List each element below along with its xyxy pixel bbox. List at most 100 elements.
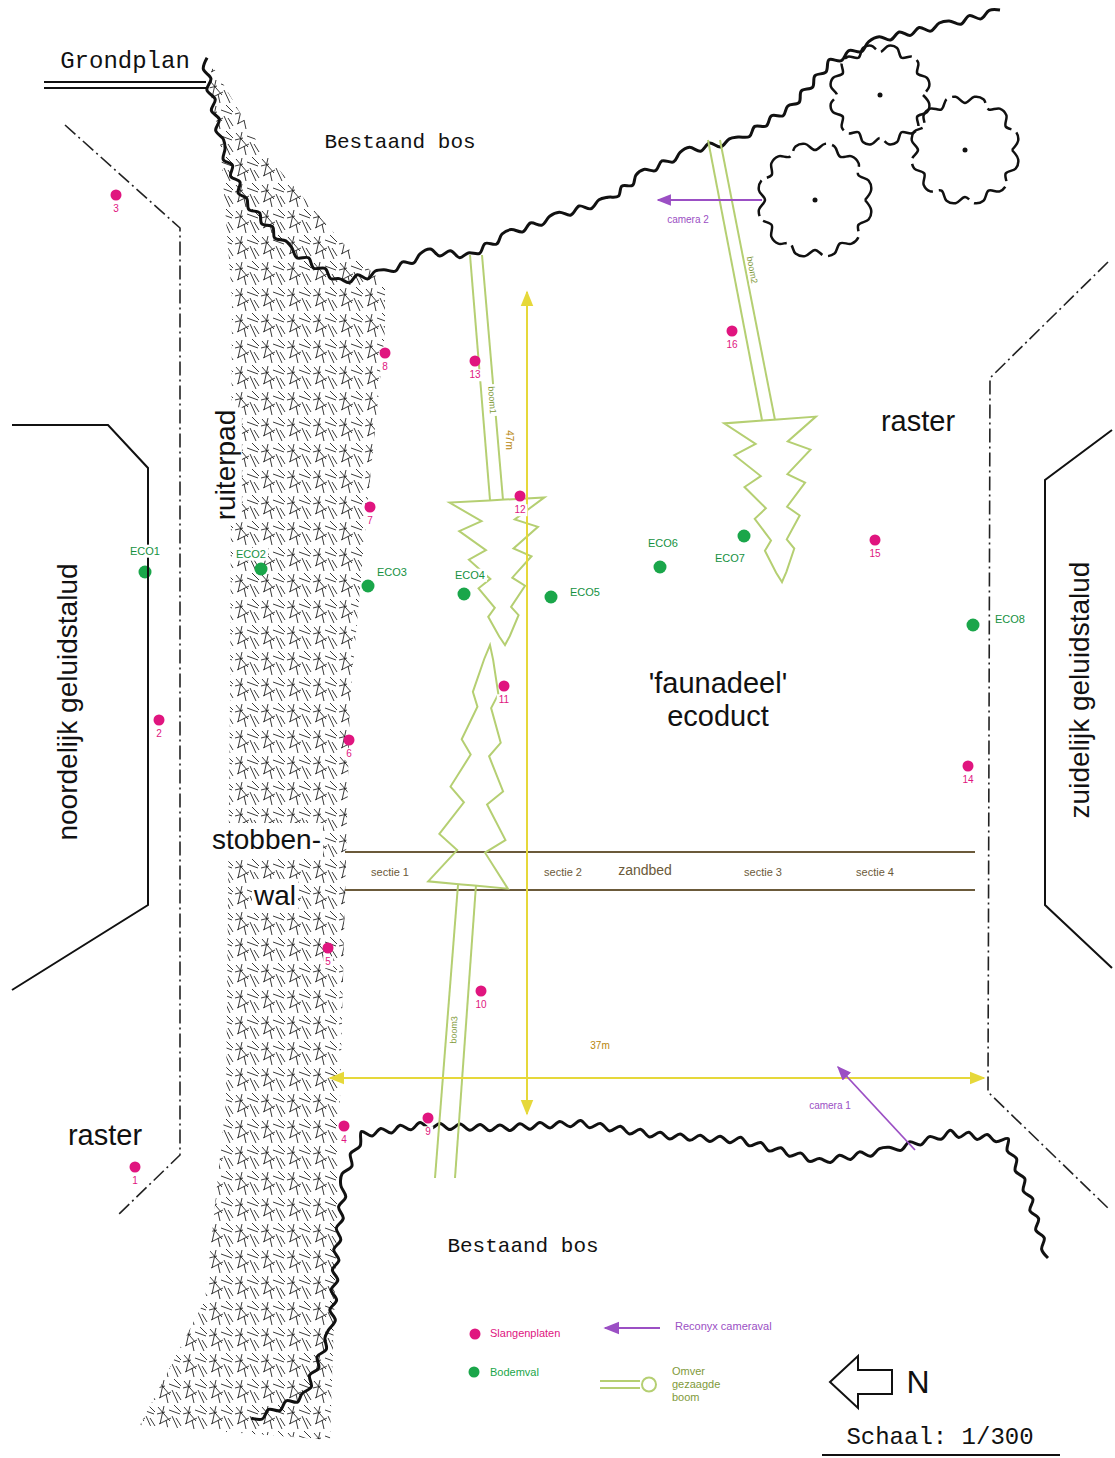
forest-edge [203, 10, 1000, 283]
legend-text: Bodemval [490, 1366, 590, 1379]
legend-swatches [469, 1329, 481, 1378]
callout-number: 7 [365, 515, 375, 527]
tree-crown [450, 497, 545, 645]
callout-number: 9 [423, 1126, 433, 1138]
stump-wall-hatching [140, 65, 385, 1440]
bridle-path-label: ruiterpad [210, 408, 242, 523]
forest-tree-crown [912, 97, 1019, 204]
trap-number: ECO1 [128, 545, 162, 558]
section-label: sectie 1 [369, 866, 411, 879]
snake-plate-dot [380, 348, 391, 359]
legend-swatch [469, 1367, 480, 1378]
trap-number: ECO2 [234, 548, 268, 561]
fence-line [988, 262, 1110, 1210]
tree-label: boom2 [744, 254, 760, 287]
noise-embankment: zuidelijk geluidstalud [1040, 425, 1115, 973]
section-label: sectie 2 [542, 866, 584, 879]
trap-number: ECO4 [453, 569, 487, 582]
fence-label: raster [881, 405, 955, 438]
callout-number: 15 [867, 548, 882, 560]
forest-label: Bestaand bos [324, 131, 475, 155]
fence-label: raster [68, 1119, 142, 1152]
tree-label: boom1 [486, 384, 499, 416]
scale-label: Schaal: 1/300 [846, 1424, 1033, 1452]
callout-number: 1 [130, 1175, 140, 1187]
embankment-label: zuidelijk geluidstalud [1064, 562, 1096, 819]
pitfall-trap-dot [458, 588, 471, 601]
stump-wall-label: stobben-wal [210, 812, 338, 924]
sand-bed-label: zandbed [616, 862, 674, 878]
noise-embankment: noordelijk geluidstalud [10, 420, 152, 995]
ecoduct-label: 'faunadeel' ecoduct [603, 667, 833, 734]
snake-plate-dot [111, 190, 122, 201]
snake-plate-dot [499, 681, 510, 692]
callout-number: 3 [111, 203, 121, 215]
forest-edge [251, 1121, 1048, 1420]
snake-plate-dot [344, 735, 355, 746]
callout-number: 5 [323, 956, 333, 968]
scale-underline [822, 1454, 1060, 1456]
sand-bed-edge [345, 889, 975, 891]
callout-number: 14 [960, 774, 975, 786]
forest-tree-crown [831, 46, 930, 145]
camera-arrow [658, 199, 762, 201]
callout-number: 4 [339, 1134, 349, 1146]
dimension-arrow [526, 292, 528, 1114]
callout-number: 12 [512, 504, 527, 516]
tree-trunk [482, 255, 503, 500]
embankment-outline-path [12, 425, 148, 990]
legend-swatch [470, 1329, 481, 1340]
legend-camera-symbol [605, 1327, 660, 1329]
legend-tree-symbol [600, 1387, 640, 1389]
dimension-arrow [330, 1077, 984, 1079]
tree-trunk [708, 140, 762, 420]
trap-number: ECO6 [646, 537, 680, 550]
tree-centre [813, 198, 818, 203]
forest-tree-crown [759, 144, 871, 256]
tree-crown [428, 645, 508, 889]
snake-plate-dot [476, 986, 487, 997]
section-label: sectie 3 [742, 866, 784, 879]
title-underline [44, 81, 206, 83]
pitfall-trap-dot [139, 566, 152, 579]
sand-bed-edge [345, 851, 975, 853]
snake-plate-dot [515, 491, 526, 502]
embankment-outline-path [1045, 430, 1112, 968]
pitfall-trap-dot [967, 619, 980, 632]
trap-number: ECO8 [993, 613, 1027, 626]
callout-number: 6 [344, 748, 354, 760]
embankment-label: noordelijk geluidstalud [52, 563, 84, 840]
callout-number: 11 [497, 694, 511, 706]
north-label: N [906, 1364, 929, 1401]
legend-tree-symbol [600, 1380, 640, 1382]
dimension-label: 37m [588, 1040, 611, 1052]
tree-centre [878, 93, 883, 98]
legend-tree-symbol [642, 1378, 656, 1392]
pitfall-trap-dot [654, 561, 667, 574]
snake-plate-dot [130, 1162, 141, 1173]
trap-number: ECO7 [713, 552, 747, 565]
callout-number: 13 [467, 369, 482, 381]
pitfall-trap-dot [362, 580, 375, 593]
snake-plate-dot [727, 326, 738, 337]
stump-wall-word: stobben- [210, 823, 323, 857]
dimension-label: 47m [503, 428, 515, 451]
plan-title: Grondplan [60, 48, 190, 76]
trap-number: ECO3 [375, 566, 409, 579]
callout-number: 8 [380, 361, 390, 373]
legend-text: Omver gezaagde boom [672, 1365, 734, 1405]
snake-plate-dot [323, 943, 334, 954]
tree-label: boom3 [448, 1014, 459, 1046]
legend-text: Slangenplaten [490, 1327, 600, 1340]
pitfall-trap-dot [545, 591, 558, 604]
snake-plate-dot [470, 356, 481, 367]
callout-number: 16 [724, 339, 739, 351]
snake-plate-dot [963, 761, 974, 772]
legend-text: Reconyx cameraval [675, 1320, 795, 1333]
stump-wall-word: wal [252, 879, 298, 913]
tree-centre [963, 148, 968, 153]
callout-number: 10 [473, 999, 488, 1011]
trap-number: ECO5 [568, 586, 602, 599]
snake-plate-dot [365, 502, 376, 513]
